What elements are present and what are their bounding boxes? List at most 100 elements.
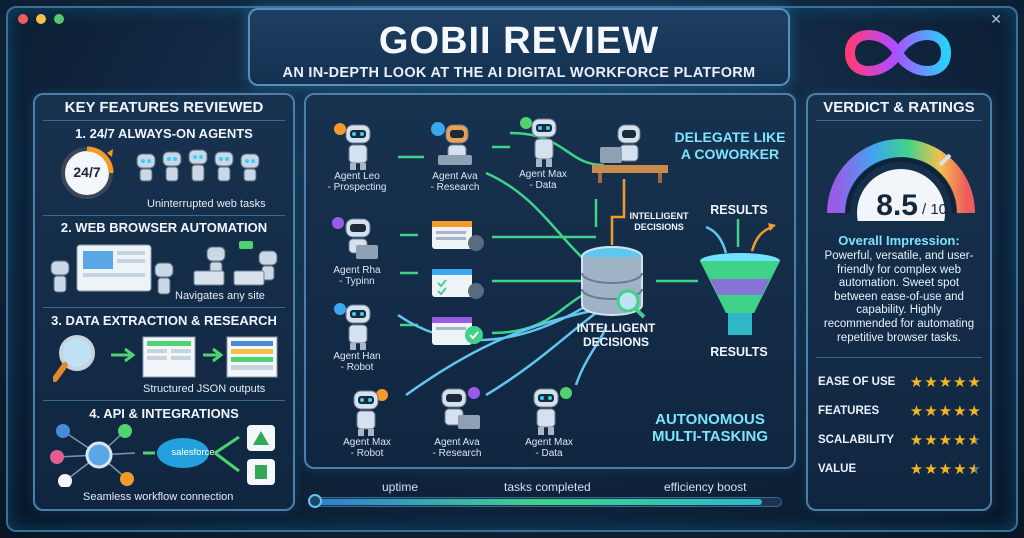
window-frame [6,6,1018,532]
results-funnel-icon [700,219,780,335]
agent-card[interactable]: Agent Rha - Typinn [322,215,392,287]
workflow-connectors [397,131,698,397]
page-subtitle: AN IN-DEPTH LOOK AT THE AI DIGITAL WORKF… [282,65,756,81]
infinity-logo-icon [844,30,952,76]
progress-fill [318,499,762,505]
agent-role: - Research [432,448,482,459]
rating-label: VALUE [818,463,857,475]
star-rating-icon: ★★★★★ [909,460,982,478]
agent-role: - Robot [340,362,374,373]
header-banner: GOBII REVIEW AN IN-DEPTH LOOK AT THE AI … [248,8,790,86]
task-cards-icon [432,221,484,345]
robot-laptop-icon [332,217,378,259]
results-bottom-label: RESULTS [710,345,768,359]
agent-name: Agent Max [525,437,573,448]
feature-4-title: 4. API & INTEGRATIONS [89,406,239,421]
agent-card[interactable]: Agent Ava - Research [422,385,492,459]
agent-name: Agent Ava [434,437,480,448]
agent-role: - Data [529,180,557,191]
agent-name: Agent Leo [334,171,380,182]
intelligent-decisions-label: INTELLIGENT DECISIONS [576,321,656,349]
rating-row: VALUE ★★★★★ [816,460,984,480]
divider [816,357,982,358]
rating-label: SCALABILITY [818,434,895,446]
key-features-heading: KEY FEATURES REVIEWED [64,99,264,116]
rating-label: EASE OF USE [818,376,896,388]
agent-card[interactable]: Agent Ava - Research [420,121,490,193]
feature-1-title: 1. 24/7 ALWAYS-ON AGENTS [75,126,253,141]
feature-1-caption: Uninterrupted web tasks [147,198,266,210]
page-title: GOBII REVIEW [378,20,660,62]
impression-text: Powerful, versatile, and user-friendly f… [823,250,975,344]
data-extraction-icon [53,335,278,382]
agent-card[interactable]: Agent Max - Robot [332,387,402,459]
intelligent-decisions-small: INTELLIGENT DECISIONS [629,211,689,232]
feature-2-caption: Navigates any site [175,290,265,302]
integrations-hub-icon [50,424,275,487]
rating-label: FEATURES [818,405,880,417]
metric-label: tasks completed [504,480,591,494]
score-gauge [827,139,975,221]
feature-3-title: 3. DATA EXTRACTION & RESEARCH [51,313,277,328]
agent-name: Agent Max [519,169,567,180]
verdict-heading: VERDICT & RATINGS [823,99,975,116]
agent-role: - Typinn [339,276,375,287]
rating-row: SCALABILITY ★★★★★ [816,431,984,451]
agent-role: - Prospecting [327,182,387,193]
impression-title: Overall Impression: [838,233,960,248]
metric-label: efficiency boost [664,480,747,494]
robot-icon [334,303,371,350]
metrics-bar: uptime tasks completed efficiency boost [308,480,788,520]
agent-name: Agent Han [333,351,381,362]
minimize-dot[interactable] [36,14,46,24]
agent-role: - Research [430,182,480,193]
rating-row: EASE OF USE ★★★★★ [816,373,984,393]
integration-name: salesforce [171,447,215,458]
close-dot[interactable] [18,14,28,24]
verdict-panel: VERDICT & RATINGS 8.5 / 10 Overall Impre… [806,93,992,511]
clock-text: 24/7 [73,164,101,180]
feature-2-title: 2. WEB BROWSER AUTOMATION [60,220,268,235]
divider [43,307,285,308]
agent-name: Agent Max [343,437,391,448]
window-controls [18,14,64,24]
robot-icon [334,123,371,170]
progress-handle[interactable] [308,494,322,508]
autonomous-label: AUTONOMOUS MULTI-TASKING [651,411,769,445]
robot-desk-icon [592,124,668,183]
robot-icon [520,117,557,167]
score-max: / 10 [922,201,948,218]
database-icon [581,246,646,319]
feature-4-caption: Seamless workflow connection [83,491,234,503]
close-icon[interactable]: ✕ [990,12,1002,28]
robot-icon [533,387,572,435]
rating-row: FEATURES ★★★★★ [816,402,984,422]
agent-card[interactable]: Agent Max - Data [508,115,578,191]
star-rating-icon: ★★★★★ [909,373,982,391]
feature-3-caption: Structured JSON outputs [143,383,266,395]
agent-card[interactable]: Agent Leo - Prospecting [322,121,392,193]
star-rating-icon: ★★★★★ [909,402,982,420]
divider [816,120,982,121]
robot-laptop-icon [441,387,480,429]
metric-label: uptime [382,480,419,494]
key-features-panel: KEY FEATURES REVIEWED 1. 24/7 ALWAYS-ON … [33,93,295,511]
robot-icon [353,389,388,436]
agent-card[interactable]: Agent Max - Data [514,385,584,459]
divider [43,120,285,121]
browser-automation-icon [50,241,278,295]
divider [43,400,285,401]
agent-name: Agent Rha [333,265,381,276]
delegate-label: DELEGATE LIKE A COWORKER [674,129,786,162]
agent-role: - Robot [350,448,384,459]
results-top-label: RESULTS [710,203,768,217]
agent-role: - Data [535,448,563,459]
star-rating-icon: ★★★★★ [909,431,982,449]
score-value: 8.5 [876,189,918,222]
maximize-dot[interactable] [54,14,64,24]
agents-workflow-panel: Agent Leo - Prospecting Agent Ava - Rese… [304,93,796,469]
divider [43,215,285,216]
robot-laptop-icon [431,122,472,165]
agent-name: Agent Ava [432,171,478,182]
agent-card[interactable]: Agent Han - Robot [322,301,392,373]
